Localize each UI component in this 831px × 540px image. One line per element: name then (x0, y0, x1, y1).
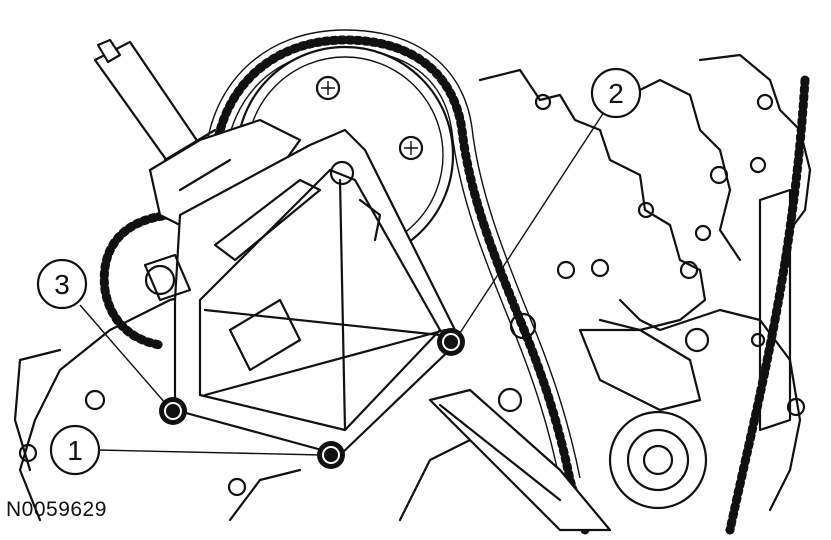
timing-chain-right (725, 75, 810, 535)
callout-3: 3 (36, 258, 88, 310)
chain-guide (428, 388, 612, 532)
bolt-1-icon (317, 441, 345, 469)
callout-1: 1 (49, 424, 101, 476)
figure-id: N0059629 (6, 498, 107, 521)
tensioner-arm (497, 312, 710, 413)
crankshaft-gear (608, 410, 708, 510)
timing-chain-upper (204, 29, 590, 535)
right-timing-cover (478, 53, 812, 512)
timing-chain-left (99, 210, 175, 350)
callout-1-label: 1 (67, 435, 83, 466)
callout-2: 2 (590, 67, 642, 119)
callout-leaders (79, 111, 605, 456)
callout-2-label: 2 (608, 78, 624, 109)
sprocket-bolt-upper-icon (315, 75, 341, 101)
sprocket-bolt-right-icon (398, 135, 424, 161)
mounting-bracket (143, 128, 462, 457)
callout-3-label: 3 (54, 269, 70, 300)
